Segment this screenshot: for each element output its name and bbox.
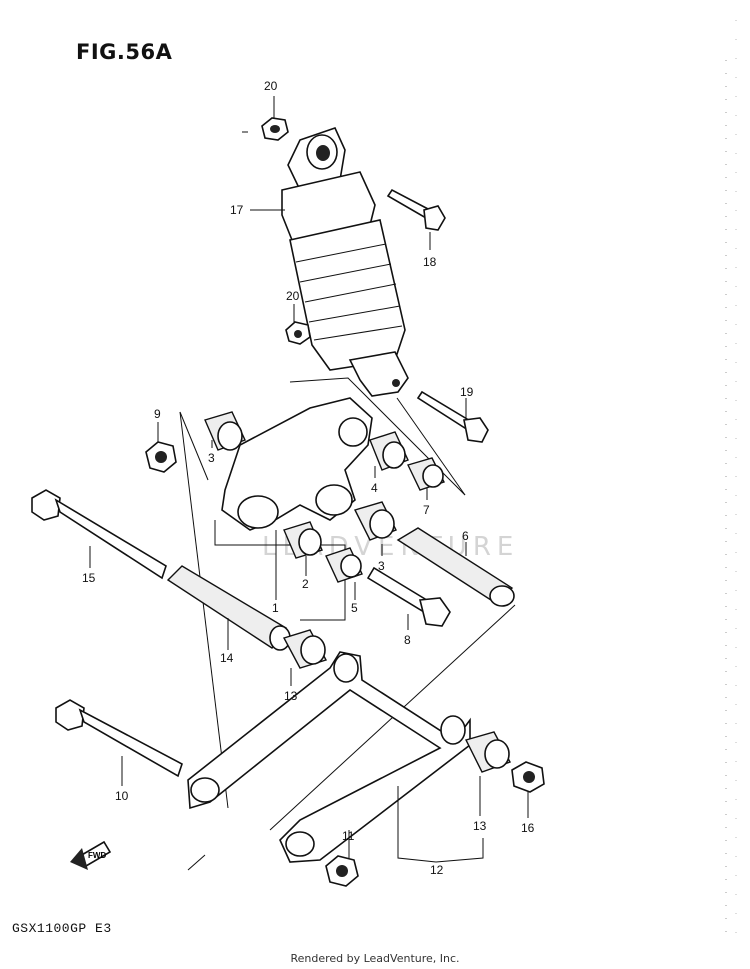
bearing-3-lower[interactable] xyxy=(354,501,397,541)
callouts: 20 17 18 20 19 9 3 4 7 6 15 2 3 1 5 8 14… xyxy=(82,79,535,877)
render-credit: Rendered by LeadVenture, Inc. xyxy=(290,952,460,965)
fwd-label: FWD xyxy=(88,851,106,860)
callout-5[interactable]: 5 xyxy=(351,601,358,615)
bearing-4[interactable] xyxy=(369,431,409,471)
spacer-6[interactable] xyxy=(396,527,515,607)
nut-20-top[interactable] xyxy=(261,117,289,141)
callout-17[interactable]: 17 xyxy=(230,203,244,217)
shock-absorber-17[interactable] xyxy=(281,127,409,397)
callout-1[interactable]: 1 xyxy=(272,601,279,615)
scan-edge-dots xyxy=(725,20,737,950)
nut-16[interactable] xyxy=(511,761,545,793)
callout-8[interactable]: 8 xyxy=(404,633,411,647)
callout-4[interactable]: 4 xyxy=(371,481,378,495)
fwd-arrow-icon: FWD xyxy=(70,840,112,870)
nut-9[interactable] xyxy=(145,441,177,473)
bearing-2[interactable] xyxy=(283,521,323,559)
callout-18[interactable]: 18 xyxy=(423,255,437,269)
reference-lines xyxy=(179,131,516,871)
callout-3-lower[interactable]: 3 xyxy=(378,559,385,573)
callout-20-top[interactable]: 20 xyxy=(264,79,278,93)
callout-16[interactable]: 16 xyxy=(521,821,535,835)
callout-11[interactable]: 11 xyxy=(342,829,355,843)
callout-15[interactable]: 15 xyxy=(82,571,96,585)
callout-3-top[interactable]: 3 xyxy=(208,451,215,465)
collar-7[interactable] xyxy=(407,457,445,491)
callout-2[interactable]: 2 xyxy=(302,577,309,591)
callout-13-left[interactable]: 13 xyxy=(284,689,298,703)
bearing-13-left[interactable] xyxy=(282,629,328,669)
bolt-10[interactable] xyxy=(55,699,183,778)
cushion-rod-12[interactable] xyxy=(187,651,471,863)
callout-13-right[interactable]: 13 xyxy=(473,819,487,833)
nut-20-lower[interactable] xyxy=(285,321,311,345)
callout-12[interactable]: 12 xyxy=(430,863,444,877)
spacer-14[interactable] xyxy=(166,565,291,651)
cushion-lever-1[interactable] xyxy=(221,397,373,531)
collar-5[interactable] xyxy=(325,547,363,583)
bearing-13-right[interactable] xyxy=(464,731,511,773)
callout-20-lower[interactable]: 20 xyxy=(286,289,300,303)
nut-11[interactable] xyxy=(325,855,359,887)
callout-9[interactable]: 9 xyxy=(154,407,161,421)
bolt-19[interactable] xyxy=(416,390,489,443)
bolt-8[interactable] xyxy=(366,566,451,627)
callout-14[interactable]: 14 xyxy=(220,651,234,665)
figure-title: FIG.56A xyxy=(76,40,173,64)
model-code: GSX1100GP E3 xyxy=(12,921,112,936)
bolt-18[interactable] xyxy=(386,188,446,231)
callout-10[interactable]: 10 xyxy=(115,789,129,803)
bolt-15[interactable] xyxy=(31,489,167,580)
leader-lines xyxy=(89,96,529,863)
bearing-3-top[interactable] xyxy=(204,411,246,451)
callout-19[interactable]: 19 xyxy=(460,385,474,399)
callout-6[interactable]: 6 xyxy=(462,529,469,543)
callout-7[interactable]: 7 xyxy=(423,503,430,517)
